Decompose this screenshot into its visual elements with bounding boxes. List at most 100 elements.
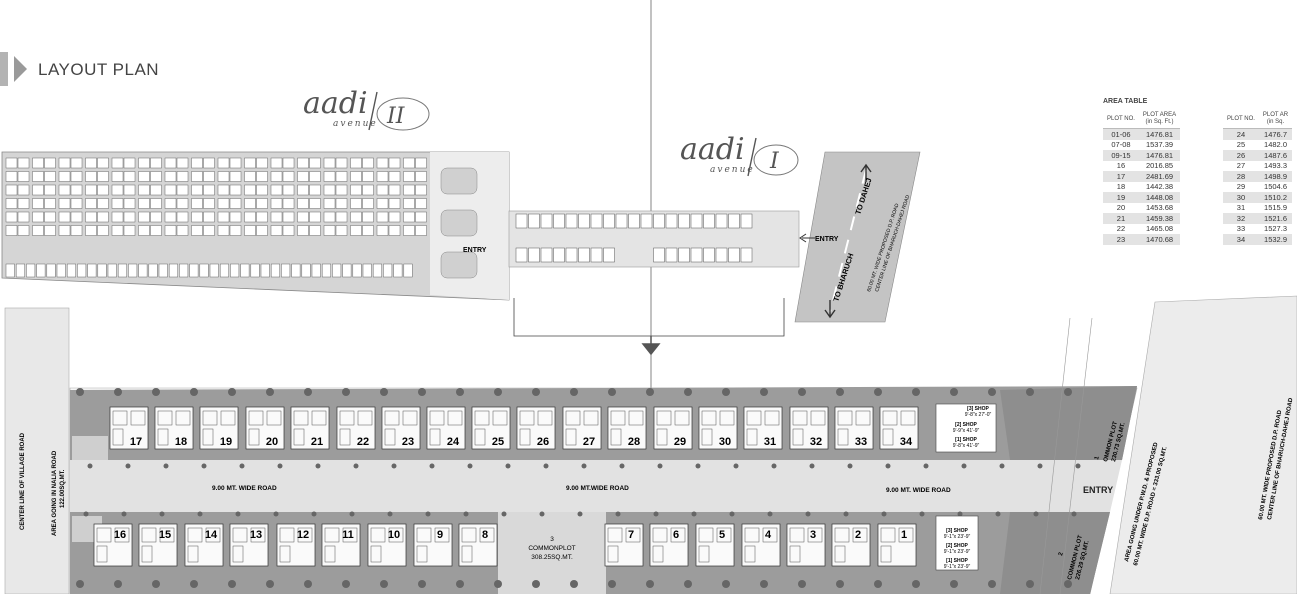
room (388, 527, 404, 543)
plot-9[interactable]: 9 (413, 523, 453, 567)
room (698, 527, 714, 543)
plot-cell (728, 247, 740, 263)
plot-11[interactable]: 11 (321, 523, 361, 567)
room (834, 527, 850, 543)
plot-area-cell: 1476.7 (1258, 129, 1293, 140)
plot-26[interactable]: 26 (516, 406, 556, 450)
plot-6[interactable]: 6 (649, 523, 689, 567)
tree-icon (539, 511, 545, 517)
plot-area-cell: 1465.08 (1145, 224, 1174, 234)
room (266, 410, 282, 426)
plot-12[interactable]: 12 (276, 523, 316, 567)
plot-16[interactable]: 16 (93, 523, 133, 567)
plot-cell (665, 247, 678, 263)
plot-cell (323, 225, 336, 236)
plot-cell (17, 198, 30, 209)
plot-30[interactable]: 30 (698, 406, 738, 450)
plot-cell (335, 211, 348, 223)
plot-area-cell: 1476.81 (1138, 129, 1181, 140)
tree-icon (418, 580, 426, 588)
plot-25[interactable]: 25 (471, 406, 511, 450)
plot-18[interactable]: 18 (154, 406, 194, 450)
tree-icon (836, 388, 844, 396)
plot-cell (44, 157, 56, 169)
plot-cell (44, 184, 56, 196)
tree-icon (615, 511, 621, 517)
plot-cell (66, 263, 76, 278)
tree-icon (695, 463, 701, 469)
room (187, 527, 203, 543)
plot-4[interactable]: 4 (741, 523, 781, 567)
plot-house (786, 523, 826, 567)
room (674, 410, 690, 426)
plot-cell (690, 247, 703, 263)
plot-cell (5, 198, 18, 209)
plot-13[interactable]: 13 (229, 523, 269, 567)
plot-34[interactable]: 34 (879, 406, 919, 450)
tree-icon (1071, 511, 1077, 517)
room (537, 410, 553, 426)
room (583, 410, 599, 426)
plot-number: 28 (628, 436, 640, 448)
room (202, 428, 214, 446)
plot-cell (403, 184, 415, 196)
plot-cell (665, 213, 678, 229)
plot-24[interactable]: 24 (426, 406, 466, 450)
plot-house (367, 523, 407, 567)
plot-number: 27 (583, 436, 595, 448)
room (834, 545, 846, 563)
plot-area-cell: 1482.0 (1264, 140, 1287, 150)
plot-5[interactable]: 5 (695, 523, 735, 567)
plot-cell (415, 198, 427, 209)
plot-22[interactable]: 22 (336, 406, 376, 450)
plot-cell (164, 184, 177, 196)
plot-27[interactable]: 27 (562, 406, 602, 450)
plot-29[interactable]: 29 (653, 406, 693, 450)
tree-icon (532, 580, 540, 588)
tree-icon (391, 463, 397, 469)
room (112, 428, 124, 446)
plot-15[interactable]: 15 (138, 523, 178, 567)
plot-cell (203, 184, 215, 196)
plot-17[interactable]: 17 (109, 406, 149, 450)
plot-3[interactable]: 3 (786, 523, 826, 567)
plot-no-cell: 01-06 (1103, 129, 1139, 140)
plot-cell (309, 198, 321, 209)
tree-icon (380, 580, 388, 588)
plot-21[interactable]: 21 (290, 406, 330, 450)
plot-23[interactable]: 23 (381, 406, 421, 450)
plot-cell (176, 225, 189, 236)
plot-32[interactable]: 32 (789, 406, 829, 450)
plot-8[interactable]: 8 (458, 523, 498, 567)
plot-cell (362, 171, 374, 182)
plot-number: 33 (855, 436, 867, 448)
tree-icon (885, 463, 891, 469)
plot-28[interactable]: 28 (607, 406, 647, 450)
tree-icon (722, 580, 730, 588)
play-triangle-icon (14, 56, 27, 82)
tree-icon (76, 580, 84, 588)
plot-cell (270, 198, 283, 209)
plot-19[interactable]: 19 (199, 406, 239, 450)
plot-33[interactable]: 33 (834, 406, 874, 450)
plot-house (229, 523, 269, 567)
plot-2[interactable]: 2 (831, 523, 871, 567)
plot-20[interactable]: 20 (245, 406, 285, 450)
room (339, 410, 355, 426)
room (293, 428, 305, 446)
room (434, 527, 450, 543)
plot-no-cell: 26 (1223, 150, 1259, 161)
plot-cell (540, 247, 553, 263)
plot-7[interactable]: 7 (604, 523, 644, 567)
plot-cell (603, 247, 615, 263)
plot-cell (44, 211, 56, 223)
plot-14[interactable]: 14 (184, 523, 224, 567)
plot-1[interactable]: 1 (877, 523, 917, 567)
plot-cell (17, 225, 30, 236)
plot-number: 8 (482, 529, 488, 541)
plot-cell (297, 171, 309, 182)
plot-31[interactable]: 31 (743, 406, 783, 450)
plot-10[interactable]: 10 (367, 523, 407, 567)
